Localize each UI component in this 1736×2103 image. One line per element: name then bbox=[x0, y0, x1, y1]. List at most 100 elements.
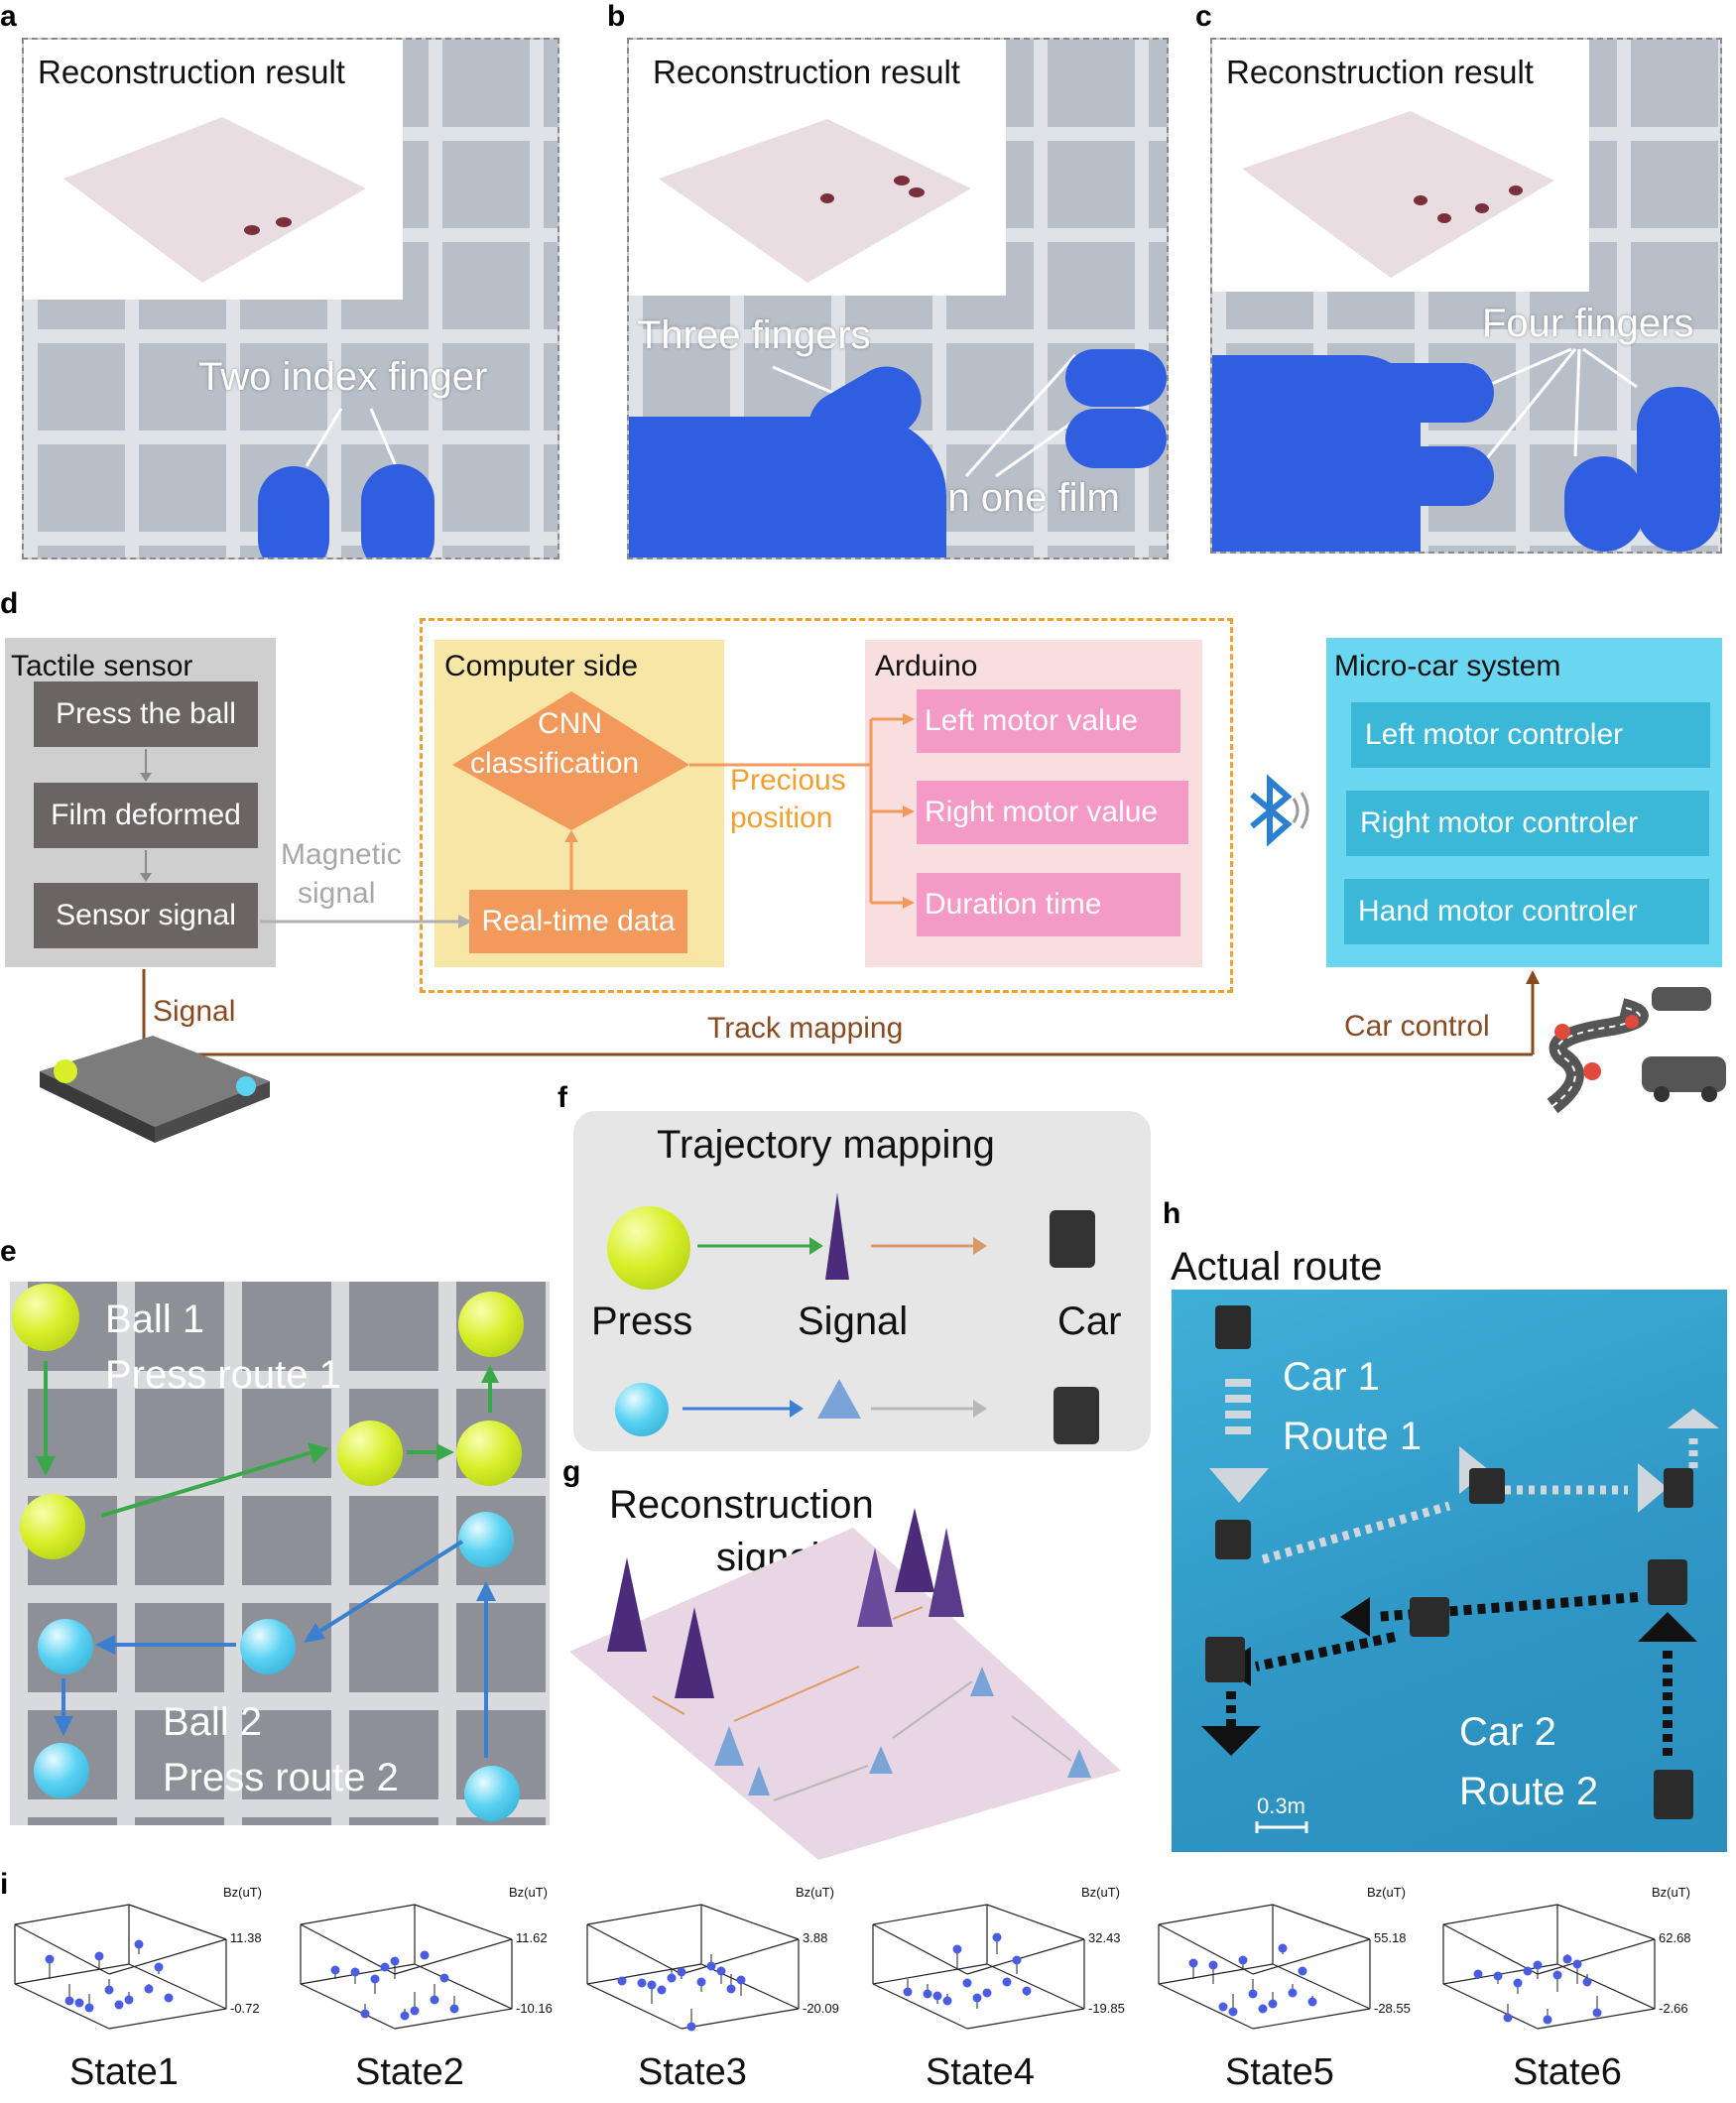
reconstruction-plane-a bbox=[63, 117, 366, 283]
computer-side-title: Computer side bbox=[444, 650, 639, 682]
route-arrows-e bbox=[36, 1361, 499, 1758]
photo-panel-c: Reconstruction result Four fingers bbox=[1210, 38, 1722, 554]
state-max-tick: 3.88 bbox=[803, 1930, 828, 1945]
signal-peak-icon-1 bbox=[825, 1192, 849, 1280]
sensor-board-illustration bbox=[40, 1036, 270, 1143]
photo-panel-h: Car 1 Route 1 Car 2 Route 2 0.3m bbox=[1172, 1290, 1727, 1852]
reconstruction-plane-c bbox=[1242, 111, 1554, 278]
state-max-tick: 11.38 bbox=[230, 1930, 262, 1945]
cnn-label-2: classification bbox=[470, 747, 640, 780]
glove-finger-b3 bbox=[1065, 409, 1167, 468]
tactile-step-arrows bbox=[140, 749, 152, 882]
actual-route-arrows bbox=[1201, 1305, 1719, 1833]
state-box-4 bbox=[872, 1904, 1085, 2030]
bz-axis-label: Bz(uT) bbox=[223, 1885, 262, 1900]
reconstruction-inset-c: Reconstruction result bbox=[1212, 40, 1589, 292]
state-plot-1: Bz(uT) 11.38 -0.72 bbox=[10, 1885, 298, 2043]
trajectory-mapping-box: Trajectory mapping Press Signal Car bbox=[573, 1111, 1151, 1451]
bz-axis-label: Bz(uT) bbox=[1081, 1885, 1120, 1900]
road-car-icon bbox=[1547, 987, 1726, 1114]
panel-label-i: i bbox=[0, 1868, 9, 1901]
hand-motor-controler: Hand motor controler bbox=[1344, 879, 1709, 944]
yellow-ball-icon bbox=[607, 1206, 690, 1290]
state-max-tick: 62.68 bbox=[1659, 1930, 1691, 1945]
panel-label-h: h bbox=[1163, 1197, 1181, 1230]
state-label-6: State6 bbox=[1513, 2051, 1622, 2093]
annotation-two-index-finger: Two index finger bbox=[198, 355, 488, 399]
scale-bar-label: 0.3m bbox=[1257, 1794, 1305, 1818]
trajectory-arrows bbox=[682, 1192, 1099, 1444]
car2-label: Car 2 bbox=[1459, 1710, 1556, 1754]
state-box-5 bbox=[1158, 1904, 1371, 2030]
state-plot-4: Bz(uT)32.43-19.85 bbox=[868, 1885, 1156, 2043]
blue-ball-icon bbox=[615, 1383, 669, 1436]
right-motor-controler: Right motor controler bbox=[1346, 791, 1709, 856]
inset-title-a: Reconstruction result bbox=[38, 54, 345, 90]
processing-dashed-frame bbox=[420, 618, 1233, 993]
bz-axis-label: Bz(uT) bbox=[796, 1885, 834, 1900]
bz-axis-label: Bz(uT) bbox=[1652, 1885, 1690, 1900]
state-plot-5: Bz(uT)55.18-28.55 bbox=[1154, 1885, 1441, 2043]
signal-label-f: Signal bbox=[798, 1299, 909, 1343]
reconstruction-label-1: Reconstruction bbox=[609, 1483, 874, 1527]
state-min-tick: -2.66 bbox=[1659, 2001, 1688, 2016]
press-route2-label: Press route 2 bbox=[163, 1756, 399, 1799]
press-route1-label: Press route 1 bbox=[105, 1353, 341, 1397]
panel-label-e: e bbox=[0, 1235, 17, 1268]
state-box-1 bbox=[14, 1904, 227, 2030]
trajectory-mapping-title: Trajectory mapping bbox=[657, 1123, 995, 1167]
photo-panel-e: Ball 1 Press route 1 Ball 2 Press route … bbox=[10, 1282, 550, 1825]
state-label-5: State5 bbox=[1225, 2051, 1334, 2093]
state-label-2: State2 bbox=[355, 2051, 464, 2093]
state-plot-2: Bz(uT)11.62-10.16 bbox=[296, 1885, 583, 2043]
left-motor-controler: Left motor controler bbox=[1351, 702, 1710, 768]
car-icon-2 bbox=[1054, 1387, 1099, 1444]
route2-label: Route 2 bbox=[1459, 1770, 1599, 1813]
magnetic-label-2: signal bbox=[298, 877, 376, 910]
yellow-ball-e5 bbox=[458, 1292, 524, 1357]
blue-ball-e4 bbox=[34, 1743, 89, 1798]
arduino-right-motor-value: Right motor value bbox=[917, 781, 1188, 844]
panel-label-a: a bbox=[0, 0, 17, 33]
signal-label: Signal bbox=[153, 995, 236, 1028]
panel-label-f: f bbox=[558, 1081, 567, 1114]
ball2-label: Ball 2 bbox=[163, 1700, 263, 1744]
arduino-left-motor-value: Left motor value bbox=[917, 689, 1180, 753]
arduino-title: Arduino bbox=[875, 650, 978, 682]
glove-finger-right bbox=[361, 464, 434, 557]
glove-hand-b bbox=[629, 417, 946, 557]
state-box-2 bbox=[300, 1904, 513, 2030]
signal-peak-icon-2 bbox=[817, 1379, 861, 1419]
inset-title-c: Reconstruction result bbox=[1226, 54, 1534, 90]
precious-label-2: position bbox=[730, 802, 833, 834]
bluetooth-icon bbox=[1250, 774, 1309, 847]
arduino-box: Arduino Left motor value Right motor val… bbox=[865, 640, 1202, 967]
tactile-sensor-box: Tactile sensor Press the ball Film defor… bbox=[5, 638, 276, 967]
flow-connectors-d bbox=[142, 713, 1540, 1056]
yellow-ball-e1 bbox=[12, 1284, 79, 1351]
state-min-tick: -0.72 bbox=[230, 2001, 260, 2016]
computer-side-box: Computer side CNN classification Real-ti… bbox=[434, 640, 724, 967]
state-label-3: State3 bbox=[638, 2051, 747, 2093]
photo-panel-b: Reconstruction result Three fingers Two … bbox=[627, 38, 1169, 559]
state-min-tick: -28.55 bbox=[1374, 2001, 1411, 2016]
blue-ball-e1 bbox=[458, 1512, 514, 1567]
micro-car-system-title: Micro-car system bbox=[1334, 650, 1561, 682]
glove-finger-left bbox=[258, 466, 329, 557]
step-press-the-ball: Press the ball bbox=[34, 681, 258, 747]
realtime-data-box: Real-time data bbox=[469, 890, 687, 953]
state-min-tick: -20.09 bbox=[803, 2001, 839, 2016]
track-mapping-label: Track mapping bbox=[707, 1012, 904, 1045]
panel-label-g: g bbox=[562, 1455, 581, 1488]
annotation-four-fingers: Four fingers bbox=[1482, 302, 1694, 345]
ball1-label: Ball 1 bbox=[105, 1298, 205, 1341]
reconstruction-signal-plot bbox=[569, 1508, 1121, 1860]
panel-label-c: c bbox=[1195, 0, 1212, 33]
state-max-tick: 32.43 bbox=[1088, 1930, 1121, 1945]
panel-label-b: b bbox=[607, 0, 626, 33]
yellow-ball-e2 bbox=[20, 1494, 85, 1559]
car-control-label: Car control bbox=[1344, 1010, 1490, 1043]
state-plot-6: Bz(uT) 62.68 -2.66 bbox=[1438, 1885, 1726, 2043]
panel-label-d: d bbox=[0, 587, 19, 620]
blue-ball-e2 bbox=[240, 1619, 296, 1674]
